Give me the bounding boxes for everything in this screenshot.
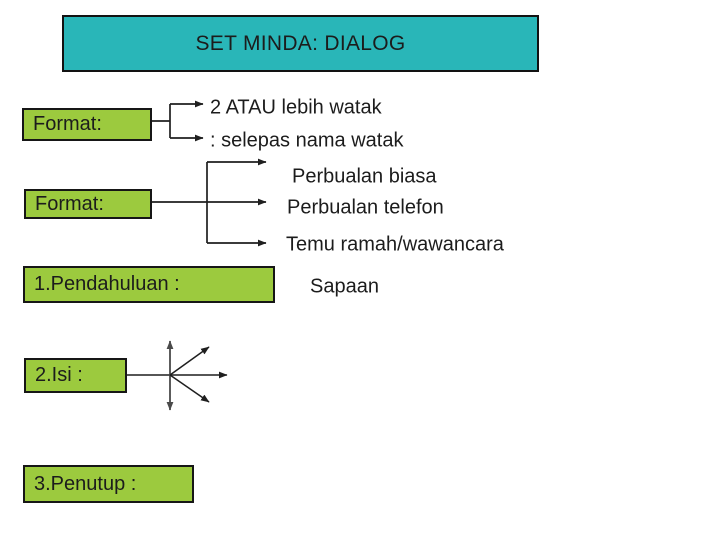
format1-bracket (152, 100, 204, 142)
format2-bracket (152, 158, 267, 247)
isi-box-label: 2.Isi : (35, 364, 83, 386)
branch-format1-item-1: 2 ATAU lebih watak (210, 96, 382, 119)
format-box-1: Format: (22, 108, 152, 141)
isi-arrow-star (127, 340, 228, 411)
branch-format1-item-2: : selepas nama watak (210, 129, 404, 152)
format-box-1-label: Format: (33, 113, 102, 135)
penutup-box: 3.Penutup : (23, 465, 194, 503)
branch-format2-item-2: Perbualan telefon (287, 196, 444, 219)
format-box-2-label: Format: (35, 192, 104, 215)
pendahuluan-box-label: 1.Pendahuluan : (34, 273, 180, 295)
format-box-2: Format: (24, 189, 152, 219)
penutup-box-label: 3.Penutup : (34, 472, 137, 495)
branch-format2-item-1: Perbualan biasa (292, 165, 437, 188)
branch-pendahuluan-item-1: Sapaan (310, 275, 379, 298)
branch-format2-item-3: Temu ramah/wawancara (286, 233, 504, 256)
slide-title: SET MINDA: DIALOG (195, 31, 406, 55)
isi-box: 2.Isi : (24, 358, 127, 393)
title-box: SET MINDA: DIALOG (62, 15, 539, 72)
pendahuluan-box: 1.Pendahuluan : (23, 266, 275, 303)
